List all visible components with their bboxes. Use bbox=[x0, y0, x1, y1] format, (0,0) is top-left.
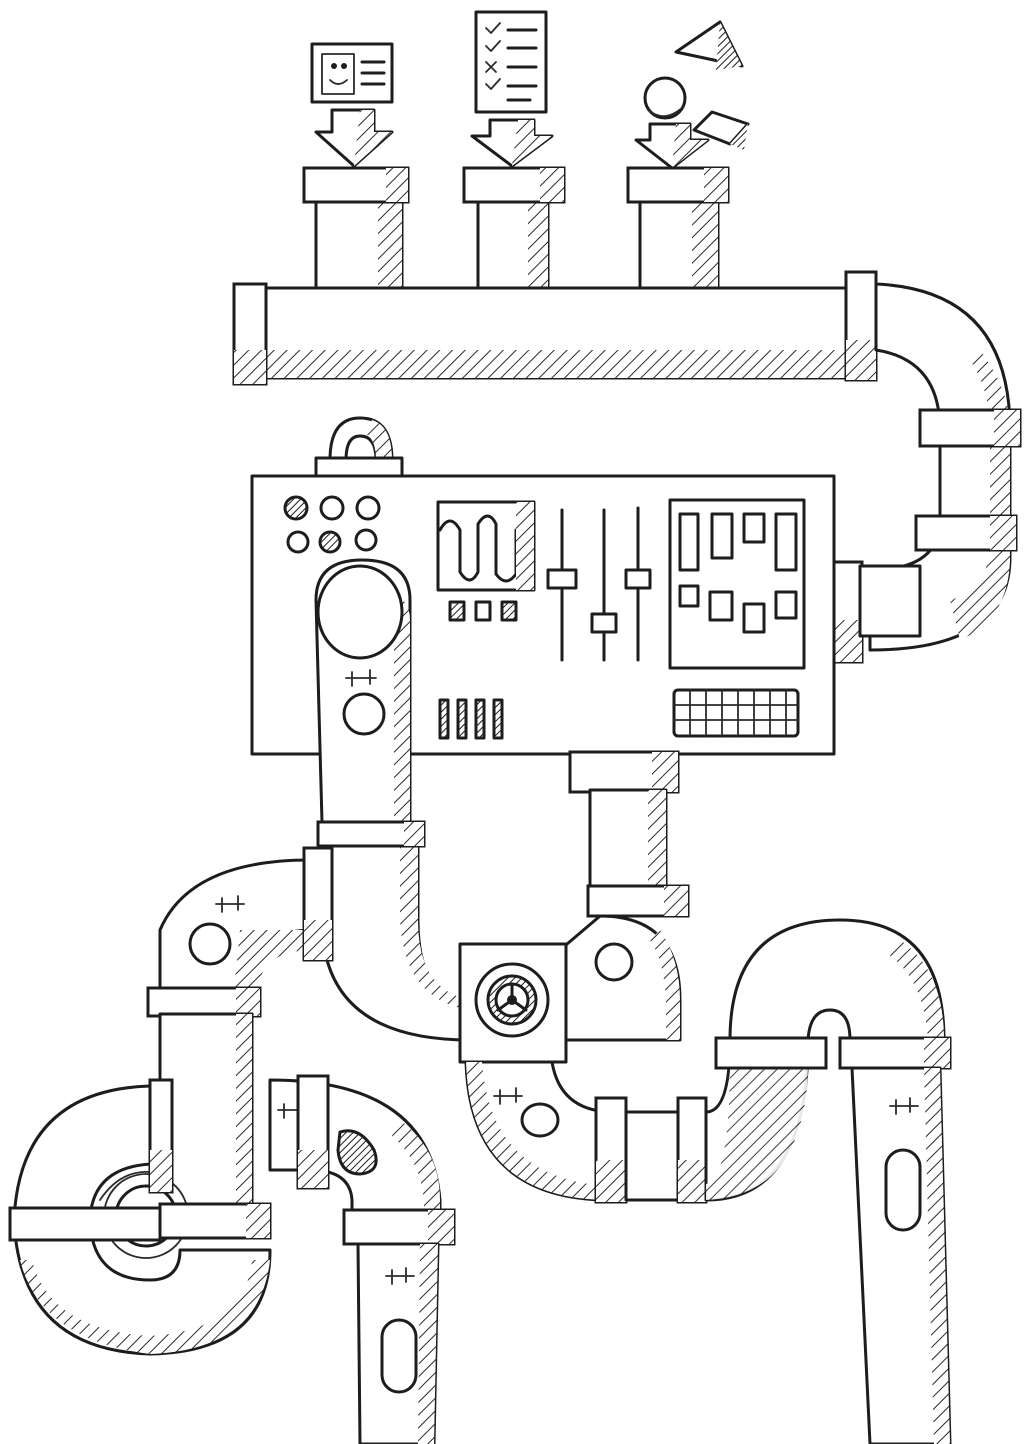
top-manifold bbox=[234, 168, 876, 384]
panel-left-pipe bbox=[316, 560, 410, 822]
panel-right-pipe bbox=[570, 752, 688, 916]
input-arrows bbox=[316, 110, 708, 168]
profile-card-icon bbox=[312, 44, 392, 102]
gauge-icon bbox=[460, 944, 566, 1062]
waveform-screen-icon bbox=[438, 502, 534, 590]
center-lower-bend bbox=[466, 1062, 706, 1202]
checklist-icon bbox=[476, 12, 546, 112]
middle-left-down-pipe bbox=[270, 1076, 454, 1444]
panel-side-connector bbox=[860, 566, 920, 636]
right-arch-pipe bbox=[706, 920, 950, 1444]
